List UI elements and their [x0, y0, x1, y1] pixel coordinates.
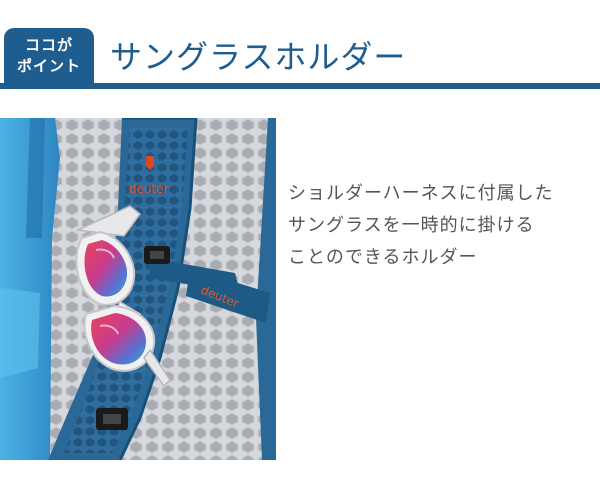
- description-line-1: ショルダーハーネスに付属した: [288, 183, 554, 204]
- title-underline: [0, 83, 600, 89]
- product-photo: deuter deuter: [0, 118, 276, 460]
- description-line-3: ことのできるホルダー: [288, 247, 478, 268]
- deuter-logo-icon: [146, 156, 154, 170]
- brand-label-top: deuter: [129, 182, 169, 196]
- description-line-2: サングラスを一時的に掛ける: [288, 215, 535, 236]
- badge-line-2: ポイント: [16, 56, 81, 75]
- backpack-sunglasses-illustration: deuter deuter: [0, 118, 276, 460]
- point-badge: ココが ポイント: [4, 28, 94, 83]
- section-title: サングラスホルダー: [110, 38, 407, 76]
- feature-description: ショルダーハーネスに付属した サングラスを一時的に掛ける ことのできるホルダー: [288, 178, 598, 274]
- badge-line-1: ココが: [24, 35, 73, 54]
- sunglasses-icon: [75, 205, 171, 388]
